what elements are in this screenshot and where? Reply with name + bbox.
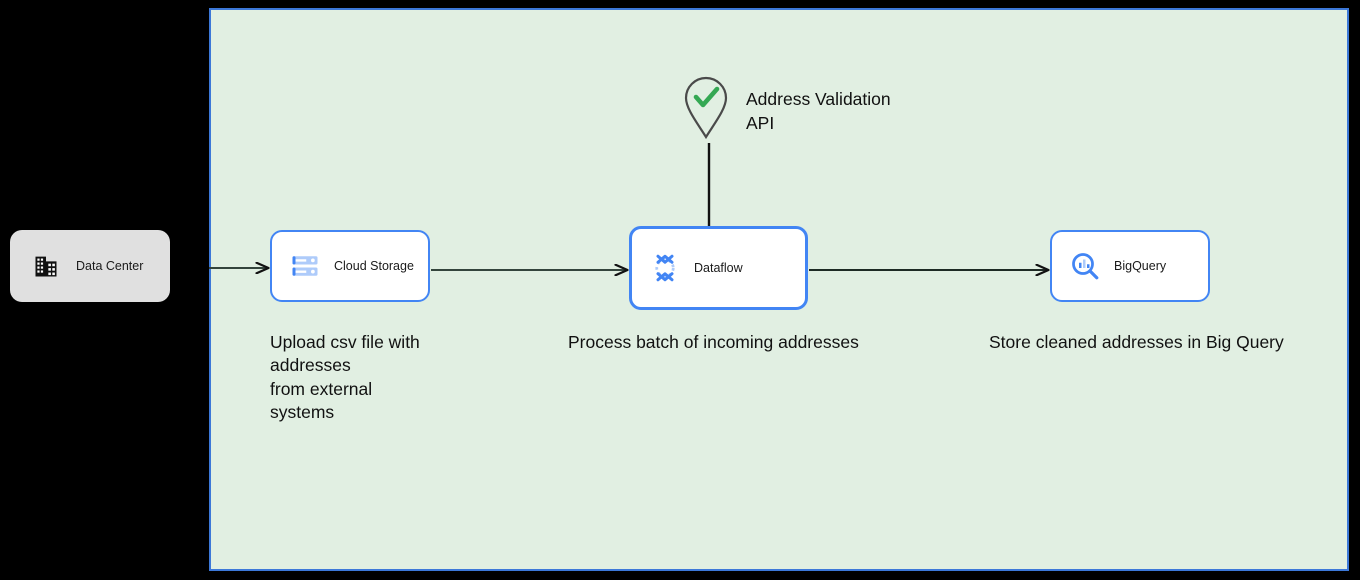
caption-bigquery: Store cleaned addresses in Big Query: [989, 332, 1284, 352]
node-data-center[interactable]: Data Center: [10, 230, 170, 302]
node-cloud-storage[interactable]: Cloud Storage: [270, 230, 430, 302]
bigquery-icon: [1070, 251, 1100, 281]
node-label: Data Center: [76, 258, 144, 273]
node-label: Dataflow: [694, 260, 743, 275]
node-bigquery[interactable]: BigQuery: [1050, 230, 1210, 302]
dataflow-icon: [650, 253, 680, 283]
service-address-validation-api[interactable]: Address Validation API: [684, 76, 891, 145]
cloud-storage-icon: [290, 251, 320, 281]
caption-dataflow: Process batch of incoming addresses: [568, 332, 859, 352]
map-pin-check-icon: [684, 76, 728, 145]
node-label: BigQuery: [1114, 258, 1167, 273]
data-center-icon: [32, 252, 60, 280]
node-label: Cloud Storage: [334, 258, 414, 273]
node-dataflow[interactable]: Dataflow: [629, 226, 808, 310]
caption-cloud-storage: Upload csv file with addresses from exte…: [270, 332, 420, 422]
service-label: Address Validation API: [746, 89, 891, 133]
